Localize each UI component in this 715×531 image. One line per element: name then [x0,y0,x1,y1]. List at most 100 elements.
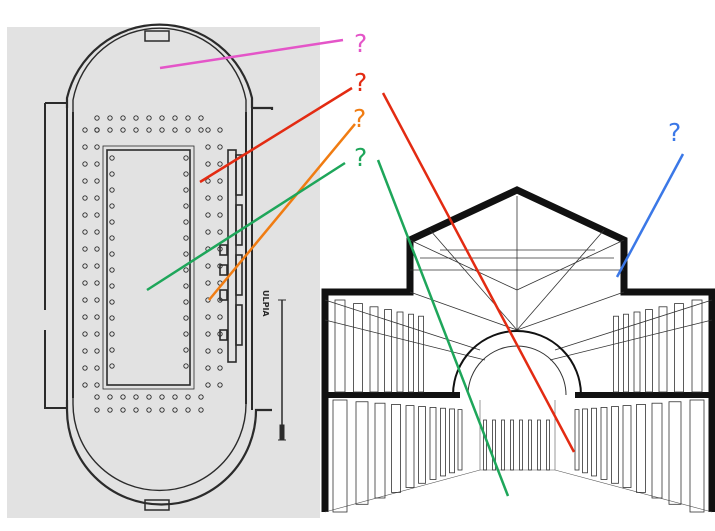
section-column [501,419,505,471]
section-column [528,419,532,471]
plan-column-dot [183,187,189,193]
plan-column-dot [109,347,115,353]
plan-column-dot [159,115,165,121]
section-column [691,299,703,393]
callout-line-orange [208,123,356,301]
plan-right-wall [245,108,253,410]
plan-column-dot [217,161,223,167]
plan-column-dot [183,251,189,257]
plan-column-dot [146,115,152,121]
plan-column-dot [109,155,115,161]
plan-column-dot [109,315,115,321]
section-column [418,406,426,484]
plan-column-dot [183,235,189,241]
section-column [574,409,580,471]
plan-column-dot [183,219,189,225]
section-column [611,406,619,484]
plan-column-dot [94,407,100,413]
plan-column-dot [172,127,178,133]
plan-column-dot [185,127,191,133]
plan-photo-background [7,27,320,518]
plan-column-dot [183,283,189,289]
plan-column-dot [198,127,204,133]
section-column [492,419,496,471]
plan-column-dot [109,235,115,241]
plan-inner-wall [72,27,247,492]
plan-column-dot [120,127,126,133]
plan-column-dot [82,365,88,371]
callout-question-green: ? [354,143,367,172]
plan-column-dot [82,348,88,354]
section-column [440,407,446,477]
callout-question-magenta: ? [354,29,367,58]
plan-column-dot [185,394,191,400]
section-column [636,404,646,493]
plan-column-dot [217,365,223,371]
plan-column-dot [94,246,100,252]
section-column [355,401,369,505]
section-column [483,419,487,471]
callout-question-orange: ? [353,104,366,133]
plan-column-dot [217,144,223,150]
section-column [510,419,514,471]
section-column [537,419,541,471]
plan-column-dot [94,365,100,371]
plan-column-dot [109,283,115,289]
plan-column-dot [82,144,88,150]
plan-column-dot [109,267,115,273]
plan-column-dot [94,212,100,218]
plan-column-dot [94,348,100,354]
section-column [668,401,682,505]
section-outer-wall [321,186,715,512]
plan-column-dot [205,212,211,218]
plan-column-dot [205,280,211,286]
plan-column-dot [133,115,139,121]
plan-column-dot [217,195,223,201]
section-column [374,402,386,499]
section-column [633,311,641,393]
plan-column-dot [94,144,100,150]
section-column [591,407,597,477]
plan-bottom-niche [144,499,170,511]
plan-nave-outline [102,145,195,390]
plan-column-dot [205,229,211,235]
section-column [457,409,463,471]
plan-column-dot [217,212,223,218]
plan-column-dot [185,115,191,121]
plan-column-dot [217,127,223,133]
plan-column-dot [82,314,88,320]
plan-column-dot [94,229,100,235]
section-column [613,315,619,393]
section-column [651,402,663,499]
plan-column-dot [217,331,223,337]
section-column [369,306,379,393]
plan-column-dot [133,127,139,133]
plan-column-dot [82,161,88,167]
plan-column-dot [205,263,211,269]
section-column [658,306,668,393]
section-column [519,419,523,471]
section-column [429,407,437,480]
section-column [582,408,588,474]
section-column [546,419,550,471]
plan-column-dot [205,365,211,371]
plan-column-dot [183,155,189,161]
plan-column-dot [205,161,211,167]
section-column [449,408,455,474]
plan-outer-wall [65,23,274,506]
section-column [334,299,346,393]
plan-column-dot [94,161,100,167]
plan-scale-bar [278,299,286,441]
plan-column-dot [146,127,152,133]
plan-column-dot [109,331,115,337]
plan-column-dot [183,203,189,209]
section-roof-trusses [324,196,713,361]
plan-column-dot [109,299,115,305]
plan-column-dot [205,382,211,388]
plan-column-dot [107,407,113,413]
section-column [622,405,632,488]
plan-column-dot [82,229,88,235]
section-column [689,399,705,513]
plan-column-dot [217,314,223,320]
callout-line-green-section [376,159,510,497]
